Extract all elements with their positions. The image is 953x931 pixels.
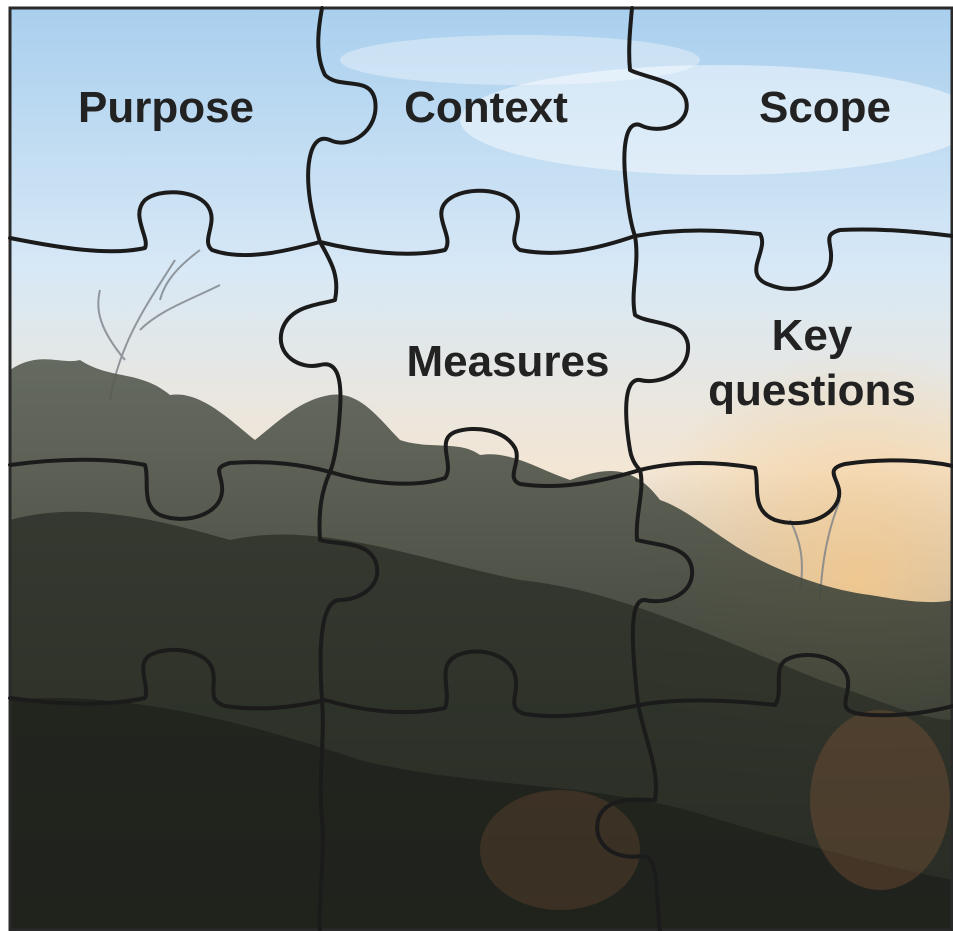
label-scope: Scope <box>759 83 891 132</box>
autumn-foliage <box>480 790 640 910</box>
seam-horizontal-3 <box>8 647 953 719</box>
label-purpose: Purpose <box>78 83 254 132</box>
puzzle-cut-lines <box>8 6 953 931</box>
seam-horizontal-1 <box>8 188 953 291</box>
frame-border <box>8 6 953 931</box>
autumn-foliage <box>810 710 950 890</box>
label-key-questions-line2: questions <box>708 366 916 415</box>
piece-labels: Purpose Context Scope Measures Key quest… <box>78 83 916 415</box>
background-photo <box>10 8 953 931</box>
seam-vertical-2 <box>595 6 695 931</box>
label-key-questions-line1: Key <box>772 311 853 360</box>
seam-vertical-1 <box>278 6 380 931</box>
label-context: Context <box>404 83 568 132</box>
tree-canopy <box>10 698 953 931</box>
label-measures: Measures <box>406 337 609 386</box>
seam-horizontal-2 <box>8 427 953 526</box>
